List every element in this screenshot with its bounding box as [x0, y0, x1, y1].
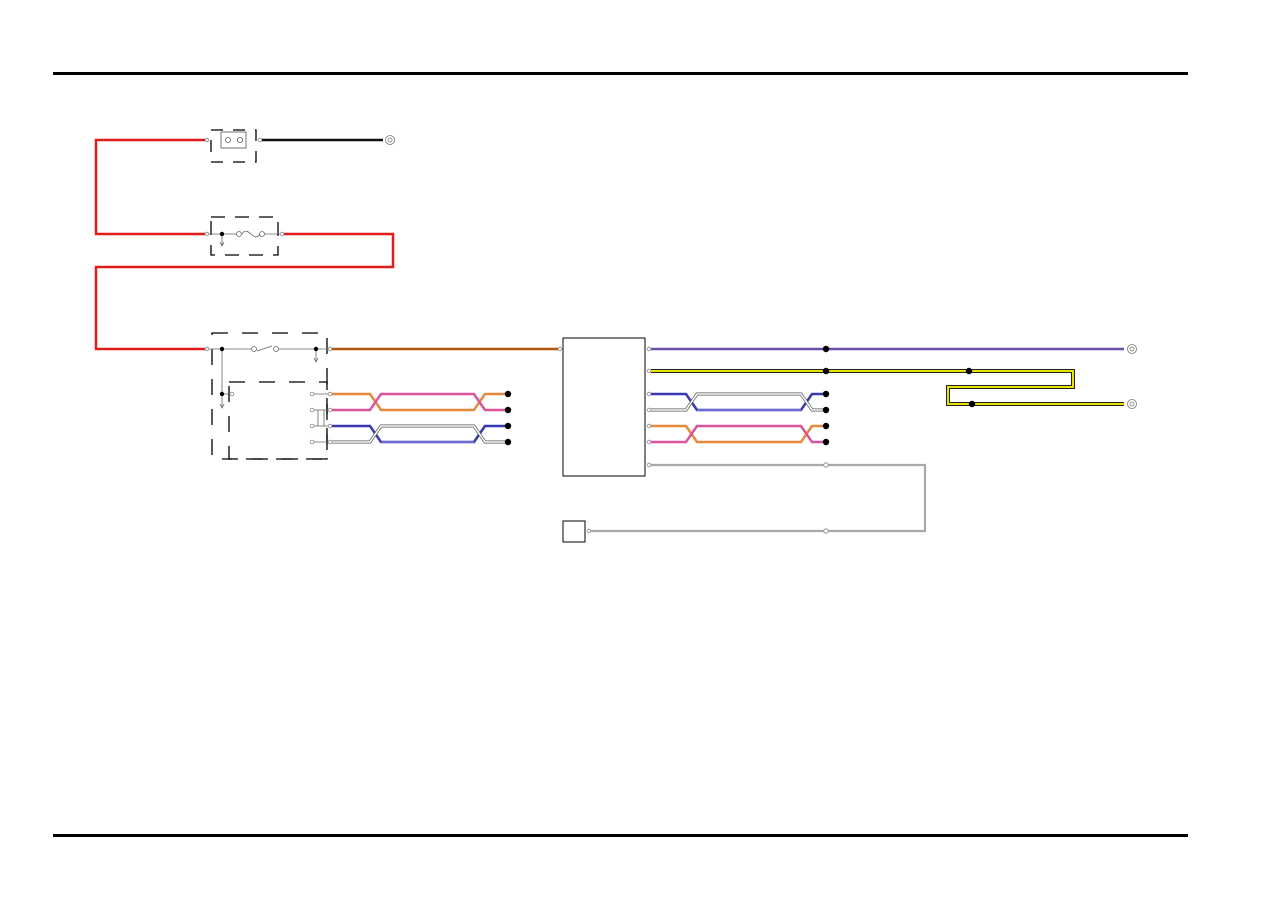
connector-pins	[204, 137, 829, 534]
wire-gray	[590, 463, 927, 533]
fuse-symbol	[207, 230, 282, 247]
ground-terminal-icon	[1127, 399, 1137, 409]
component-small-box	[562, 520, 586, 543]
twisted-pair-left-1	[332, 392, 508, 412]
component-module-left	[211, 332, 328, 460]
ground-terminal-icon	[385, 135, 395, 145]
bottom-rule	[53, 834, 1188, 837]
top-rule	[53, 72, 1188, 75]
component-fuse-box	[210, 216, 279, 256]
ground-terminal-icon	[1127, 344, 1137, 354]
component-module-center	[562, 337, 646, 477]
wire-yellow-shielded	[651, 369, 1124, 406]
twisted-pair-right-1	[651, 392, 826, 412]
wire-red	[94, 138, 395, 351]
component-switch-top	[210, 129, 257, 163]
twisted-pair-right-2	[651, 424, 826, 444]
twisted-pair-left-2	[332, 424, 508, 444]
relay-contact-symbol	[220, 131, 247, 149]
junction-dots	[219, 231, 976, 446]
